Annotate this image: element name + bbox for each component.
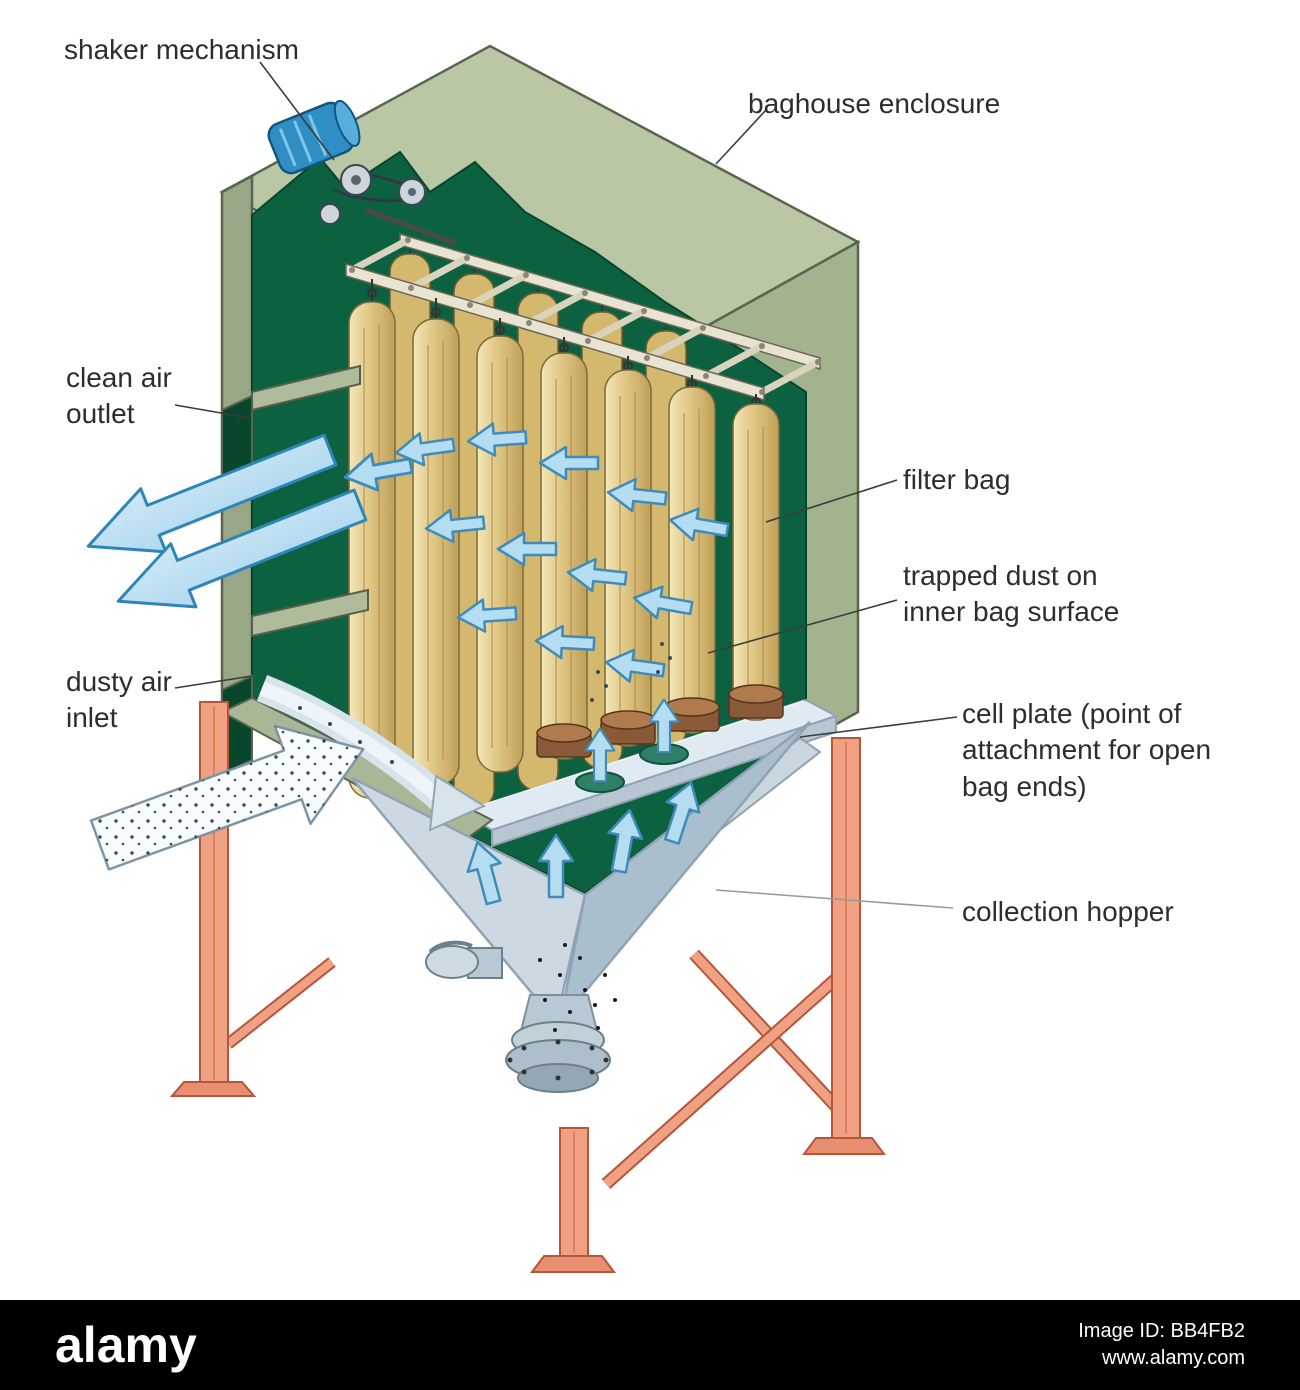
label-collection-hopper: collection hopper (962, 896, 1174, 927)
filter-bags-front-row (348, 279, 784, 799)
support-legs (169, 701, 886, 1273)
rising-dust-specks (590, 642, 672, 702)
image-meta: Image ID: BB4FB2 www.alamy.com (1078, 1318, 1245, 1372)
flange-bolts (507, 1039, 609, 1081)
label-shaker-mechanism: shaker mechanism (64, 34, 299, 65)
label-dusty-air-inlet: dusty air inlet (66, 666, 172, 734)
dusty-air-inlet-flow (89, 674, 487, 871)
label-baghouse-enclosure: baghouse enclosure (748, 88, 1001, 119)
clean-air-arrows (86, 433, 368, 609)
shaker-rack (345, 232, 821, 402)
website-url: www.alamy.com (1102, 1347, 1245, 1369)
diagram-artwork (86, 44, 958, 1273)
label-trapped-dust: trapped dust on inner bag surface (903, 560, 1120, 628)
alamy-logo: alamy (55, 1317, 197, 1373)
image-id: Image ID: BB4FB2 (1078, 1320, 1245, 1342)
watermark-bar: alamy Image ID: BB4FB2 www.alamy.com (0, 1300, 1300, 1390)
label-filter-bag: filter bag (903, 464, 1011, 495)
label-clean-air-outlet: clean air outlet (66, 362, 172, 430)
leader-lines (174, 61, 958, 909)
collected-dust-specks (538, 943, 617, 1032)
access-valve (425, 940, 503, 979)
label-cell-plate: cell plate (point of attachment for open… (962, 698, 1212, 802)
baghouse-diagram: shaker mechanism baghouse enclosure clea… (64, 34, 1212, 1273)
collection-hopper (351, 721, 822, 1093)
shaker-mechanism (267, 99, 456, 246)
